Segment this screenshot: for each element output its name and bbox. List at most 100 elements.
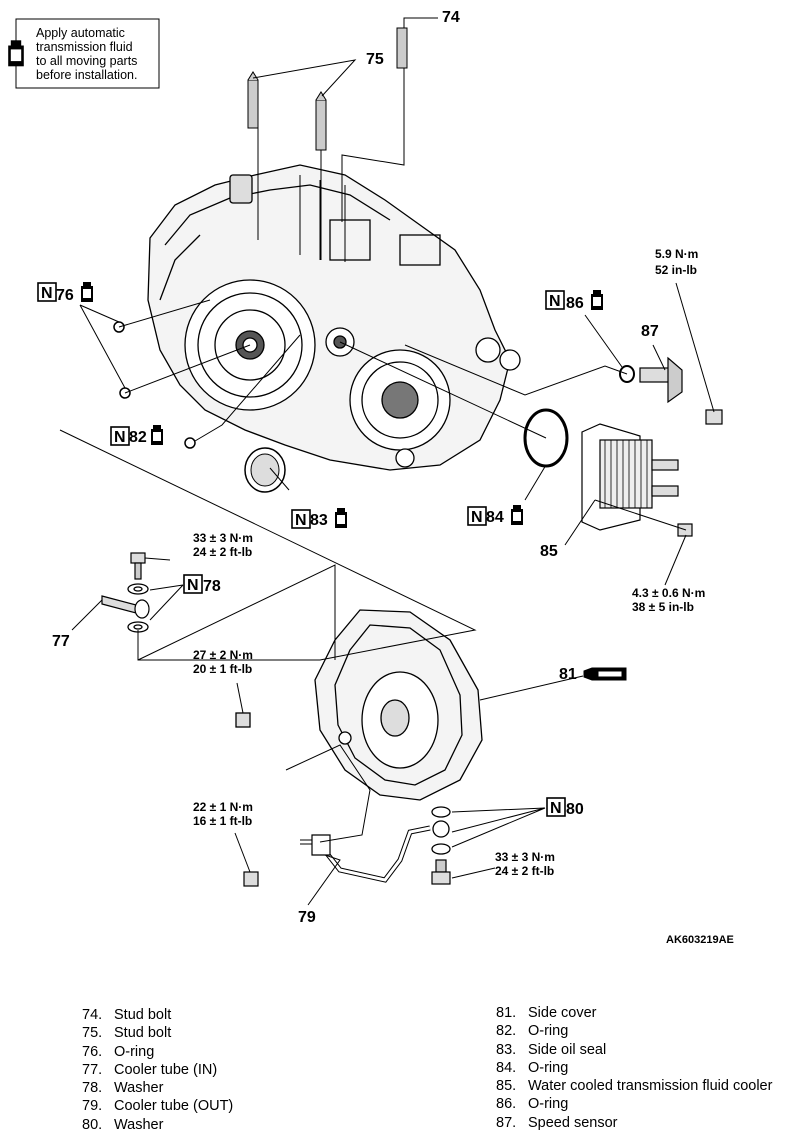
legend-item: 75. Stud bolt (82, 1024, 233, 1042)
legend-number: 75. (82, 1025, 103, 1042)
fluid-can-icon (335, 508, 347, 528)
callout-83: 83 (310, 512, 328, 529)
note-line: Apply automatic (36, 26, 125, 40)
legend-item: 81. Side cover (496, 1004, 772, 1022)
legend-item: 74. Stud bolt (82, 1006, 233, 1024)
legend-label: Cooler tube (OUT) (114, 1098, 234, 1115)
n-marker: N (549, 293, 561, 310)
bolt-78 (130, 552, 146, 580)
torque-78-metric: 33 ± 3 N·m (193, 531, 253, 545)
torque-79-metric: 22 ± 1 N·m (193, 800, 253, 814)
callout-79: 79 (298, 909, 316, 926)
legend-label: Water cooled transmission fluid cooler (528, 1078, 773, 1095)
torque-81-imperial: 20 ± 1 ft-lb (193, 662, 252, 676)
note-line: before installation. (36, 68, 137, 82)
callout-78: 78 (203, 578, 221, 595)
legend-item: 86. O-ring (496, 1095, 772, 1113)
callout-87: 87 (641, 323, 659, 340)
legend-item: 85.Water cooled transmission fluid coole… (496, 1077, 772, 1095)
legend-item: 83. Side oil seal (496, 1041, 772, 1059)
legend-number: 82. (496, 1023, 517, 1040)
legend-number: 79. (82, 1098, 103, 1115)
legend-item: 76. O-ring (82, 1043, 233, 1061)
callout-80: 80 (566, 801, 584, 818)
torque-80-imperial: 24 ± 2 ft-lb (495, 864, 554, 878)
legend-label: O-ring (528, 1096, 569, 1113)
o-ring-82 (184, 437, 196, 449)
callout-81: 81 (559, 666, 577, 683)
fluid-can-icon (511, 505, 523, 525)
n-marker: N (187, 577, 199, 594)
torque-85-metric: 4.3 ± 0.6 N·m (632, 586, 705, 600)
o-ring-76 (113, 321, 131, 399)
legend-label: Side cover (528, 1005, 597, 1021)
n-marker: N (550, 800, 562, 817)
torque-79-imperial: 16 ± 1 ft-lb (193, 814, 252, 828)
legend-label: Washer (114, 1116, 164, 1133)
legend-item: 78. Washer (82, 1079, 233, 1097)
legend-number: 81. (496, 1005, 517, 1021)
parts-legend-left: 74. Stud bolt 75. Stud bolt 76. O-ring 77. C… (82, 1006, 233, 1134)
leader-lines (59, 17, 715, 906)
legend-label: O-ring (528, 1023, 569, 1040)
stud-bolt-75 (247, 71, 327, 151)
callout-85: 85 (540, 543, 558, 560)
legend-item: 87. Speed sensor (496, 1114, 772, 1132)
legend-number: 77. (82, 1061, 103, 1078)
n-marker: N (295, 512, 307, 529)
washer-80 (431, 806, 451, 855)
fluid-can-icon (591, 290, 603, 310)
reference-code: AK603219AE (666, 934, 734, 946)
legend-item: 77. Cooler tube (IN) (82, 1061, 233, 1079)
side-cover-81 (235, 609, 483, 801)
legend-number: 74. (82, 1007, 103, 1023)
note-box: Apply automatic transmission fluid to al… (8, 18, 160, 89)
callout-75: 75 (366, 51, 384, 68)
legend-number: 86. (496, 1096, 517, 1113)
legend-label: Stud bolt (114, 1025, 172, 1042)
callout-86: 86 (566, 295, 584, 312)
legend-label: Side oil seal (528, 1041, 607, 1058)
legend-label: Washer (114, 1080, 164, 1097)
legend-label: Cooler tube (IN) (114, 1061, 218, 1078)
bolt-80 (431, 859, 451, 885)
note-line: to all moving parts (36, 54, 137, 68)
speed-sensor-87 (639, 356, 723, 425)
exploded-view-diagram: Apply automatic transmission fluid to al… (8, 9, 734, 946)
callout-76: 76 (56, 287, 74, 304)
n-marker: N (471, 509, 483, 526)
note-line: transmission fluid (36, 40, 133, 54)
callout-74: 74 (442, 9, 460, 26)
legend-number: 78. (82, 1080, 103, 1097)
legend-item: 79. Cooler tube (OUT) (82, 1097, 233, 1115)
fluid-can-icon (151, 425, 163, 445)
transaxle-case-drawing (147, 164, 521, 471)
cooler-tube-out-79 (243, 825, 431, 887)
legend-item: 80.Washer (82, 1116, 233, 1134)
torque-81-metric: 27 ± 2 N·m (193, 648, 253, 662)
legend-label: O-ring (114, 1043, 155, 1060)
legend-label: O-ring (528, 1059, 569, 1076)
fluid-can-icon (81, 282, 93, 302)
o-ring-86 (619, 365, 635, 383)
sealant-tube-icon (583, 667, 627, 681)
torque-78-imperial: 24 ± 2 ft-lb (193, 545, 252, 559)
legend-number: 83. (496, 1041, 517, 1058)
parts-legend-right: 81. Side cover 82. O-ring 83. Side oil seal… (496, 1004, 772, 1132)
torque-80-metric: 33 ± 3 N·m (495, 850, 555, 864)
callout-84: 84 (486, 509, 504, 526)
legend-number: 76. (82, 1043, 103, 1060)
o-ring-84 (523, 408, 569, 468)
torque-87-metric: 5.9 N·m (655, 247, 698, 261)
callout-77: 77 (52, 633, 70, 650)
legend-number: 84. (496, 1059, 517, 1076)
washer-78 (127, 583, 149, 633)
legend-number: 87. (496, 1114, 517, 1131)
legend-item: 84. O-ring (496, 1059, 772, 1077)
n-marker: N (41, 285, 53, 302)
callout-82: 82 (129, 429, 147, 446)
legend-label: Speed sensor (528, 1114, 618, 1131)
legend-item: 82. O-ring (496, 1022, 772, 1040)
legend-label: Stud bolt (114, 1007, 172, 1023)
torque-87-imperial: 52 in-lb (655, 263, 697, 277)
